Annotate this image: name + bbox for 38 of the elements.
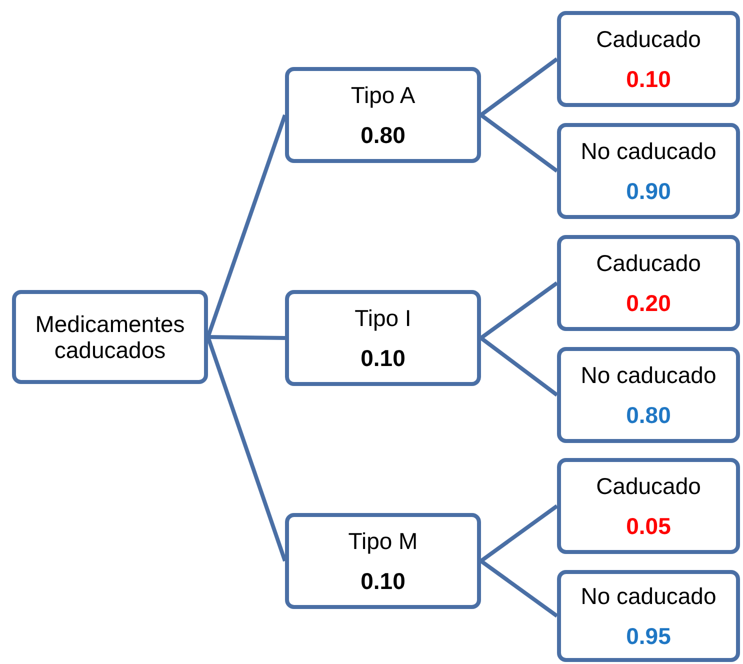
outcome-box bbox=[557, 123, 740, 219]
probability-value: 0.80 bbox=[626, 402, 671, 428]
connector-line bbox=[480, 281, 558, 340]
probability-value: 0.20 bbox=[626, 290, 671, 316]
connector-line bbox=[206, 114, 287, 338]
connector-line bbox=[480, 57, 558, 117]
connector-line bbox=[480, 336, 558, 397]
probability-value: 0.10 bbox=[626, 66, 671, 92]
outcome-box bbox=[557, 11, 740, 107]
outcome-box bbox=[557, 458, 740, 554]
probability-value: 0.95 bbox=[626, 623, 671, 650]
probability-value: 0.10 bbox=[360, 568, 406, 594]
node-label: Tipo M bbox=[348, 528, 418, 554]
outcome-box bbox=[285, 67, 481, 163]
outcome-box bbox=[557, 570, 740, 662]
node-label: Caducado bbox=[596, 250, 701, 276]
outcome-box bbox=[557, 235, 740, 331]
node-label: Caducado bbox=[596, 472, 701, 499]
connector-line bbox=[480, 559, 558, 618]
connector-line bbox=[208, 335, 286, 340]
outcome-box bbox=[285, 513, 481, 609]
connector-line bbox=[206, 336, 287, 562]
node-label: No caducado bbox=[580, 582, 716, 609]
probability-value: 0.90 bbox=[626, 178, 671, 204]
root-box bbox=[12, 290, 208, 384]
node-label: Caducado bbox=[596, 26, 701, 52]
outcome-box bbox=[557, 347, 740, 443]
node-label: Tipo A bbox=[350, 82, 416, 108]
probability-value: 0.05 bbox=[626, 513, 671, 540]
outcome-box bbox=[285, 290, 481, 386]
node-label: Medicamentes caducados bbox=[34, 310, 186, 364]
probability-value: 0.80 bbox=[360, 122, 406, 148]
node-label: Tipo I bbox=[354, 304, 412, 331]
connector-line bbox=[480, 113, 558, 173]
node-label: No caducado bbox=[580, 138, 716, 164]
node-label: No caducado bbox=[580, 362, 716, 388]
probability-value: 0.10 bbox=[360, 345, 406, 372]
connector-line bbox=[480, 504, 558, 563]
